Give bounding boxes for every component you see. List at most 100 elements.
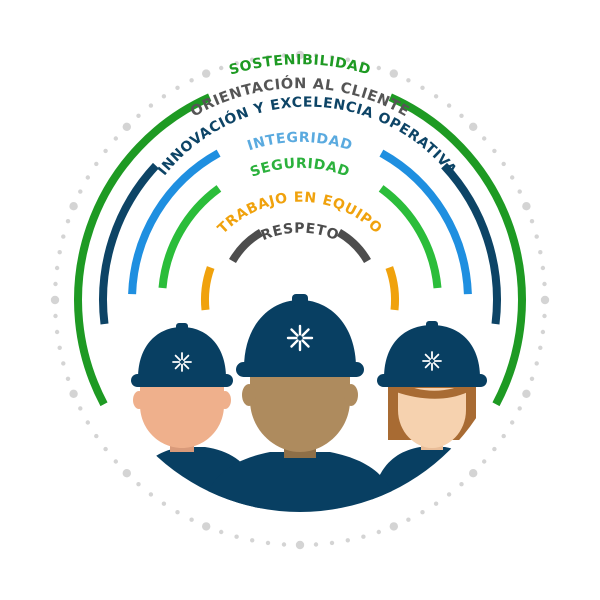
ring-dot bbox=[469, 122, 478, 131]
ring-dot bbox=[501, 161, 506, 167]
ring-dot bbox=[65, 376, 71, 381]
ring-dot bbox=[459, 113, 464, 119]
ring-dot bbox=[420, 510, 425, 515]
ring-dot bbox=[376, 529, 381, 535]
ring-dot bbox=[522, 389, 531, 398]
ring-dot bbox=[202, 69, 211, 78]
ring-dot bbox=[492, 446, 497, 452]
ring-dot bbox=[389, 522, 398, 531]
label-integridad: INTEGRIDAD bbox=[245, 130, 354, 154]
ring-dot bbox=[122, 469, 131, 478]
sparkle-icon bbox=[172, 352, 192, 372]
ring-dot bbox=[542, 281, 547, 287]
ring-dot bbox=[148, 103, 154, 108]
ring-dot bbox=[78, 189, 83, 194]
ring-dot bbox=[510, 175, 515, 180]
worker-right-icon bbox=[370, 321, 494, 512]
ring-dot bbox=[538, 250, 543, 255]
ring-dot bbox=[313, 542, 319, 547]
ring-dot bbox=[85, 420, 91, 425]
ring-dot bbox=[61, 361, 66, 366]
ring-dot bbox=[482, 136, 487, 141]
ring-dot bbox=[446, 492, 452, 497]
helmet-logos bbox=[172, 324, 442, 372]
ring-dot bbox=[361, 534, 366, 539]
ring-dot bbox=[534, 234, 539, 239]
ring-dot bbox=[433, 94, 439, 99]
ring-dot bbox=[510, 420, 515, 425]
ring-dot bbox=[420, 85, 425, 91]
ring-dot bbox=[469, 469, 478, 478]
ring-dot bbox=[459, 482, 464, 487]
ring-dot bbox=[540, 295, 550, 305]
ring-dot bbox=[69, 202, 78, 211]
ring-dot bbox=[345, 57, 350, 62]
ring-dot bbox=[534, 361, 539, 366]
arc-integridad-right bbox=[379, 149, 472, 295]
label-seguridad: SEGURIDAD bbox=[248, 156, 352, 181]
ring-dot bbox=[517, 406, 522, 411]
ring-dot bbox=[57, 345, 62, 350]
ring-dot bbox=[265, 540, 271, 546]
ring-dot bbox=[406, 78, 411, 83]
ring-dot bbox=[78, 406, 83, 411]
sparkle-icon bbox=[286, 324, 314, 352]
ring-dot bbox=[482, 459, 487, 464]
ring-dot bbox=[85, 175, 91, 180]
ring-dot bbox=[189, 78, 194, 83]
ring-dot bbox=[295, 50, 305, 60]
ring-dot bbox=[57, 250, 62, 255]
ring-dot bbox=[540, 329, 546, 335]
ring-dot bbox=[136, 113, 141, 119]
workers-group bbox=[128, 294, 494, 512]
ring-dot bbox=[189, 517, 194, 522]
arc-respeto-left bbox=[229, 229, 264, 264]
ring-dot bbox=[54, 329, 60, 335]
ring-dot bbox=[540, 265, 546, 271]
label-sostenibilidad: SOSTENIBILIDAD bbox=[227, 52, 372, 78]
ring-dot bbox=[281, 542, 287, 547]
arc-respeto-right bbox=[336, 229, 371, 264]
ring-dot bbox=[313, 53, 319, 58]
arc-equipo-left bbox=[201, 266, 215, 311]
ring-dot bbox=[136, 482, 141, 487]
ring-dot bbox=[492, 148, 497, 154]
ring-dot bbox=[538, 345, 543, 350]
ring-dot bbox=[542, 313, 547, 319]
ring-dot bbox=[65, 219, 71, 224]
arc-sostenibilidad-right bbox=[388, 93, 526, 407]
ring-dot bbox=[50, 295, 60, 305]
ring-dot bbox=[113, 136, 119, 141]
ring-dot bbox=[389, 69, 398, 78]
ring-dot bbox=[376, 65, 381, 71]
arc-equipo-right bbox=[385, 266, 399, 311]
ring-dot bbox=[522, 202, 531, 211]
ring-dot bbox=[281, 53, 287, 58]
arc-seguridad-left bbox=[158, 185, 222, 289]
ring-dot bbox=[446, 103, 452, 108]
ring-dot bbox=[103, 148, 108, 154]
label-respeto: RESPETO bbox=[259, 221, 341, 245]
values-arcs bbox=[74, 93, 526, 407]
ring-dot bbox=[122, 122, 131, 131]
ring-dot bbox=[361, 61, 366, 66]
ring-dot bbox=[219, 65, 224, 71]
ring-dot bbox=[295, 540, 305, 550]
ring-dot bbox=[161, 501, 167, 506]
ring-dot bbox=[250, 57, 255, 62]
ring-dot bbox=[53, 281, 58, 287]
arc-integridad-left bbox=[128, 149, 221, 295]
ring-dot bbox=[69, 389, 78, 398]
ring-dot bbox=[250, 538, 255, 543]
ring-dot bbox=[103, 446, 108, 452]
ring-dot bbox=[517, 189, 522, 194]
ring-dot bbox=[501, 433, 506, 439]
ring-dot bbox=[202, 522, 211, 531]
ring-dot bbox=[234, 61, 239, 66]
ring-dot bbox=[219, 529, 224, 535]
ring-dot bbox=[175, 85, 180, 91]
ring-dot bbox=[406, 517, 411, 522]
ring-dot bbox=[148, 492, 154, 497]
ring-dot bbox=[161, 94, 167, 99]
